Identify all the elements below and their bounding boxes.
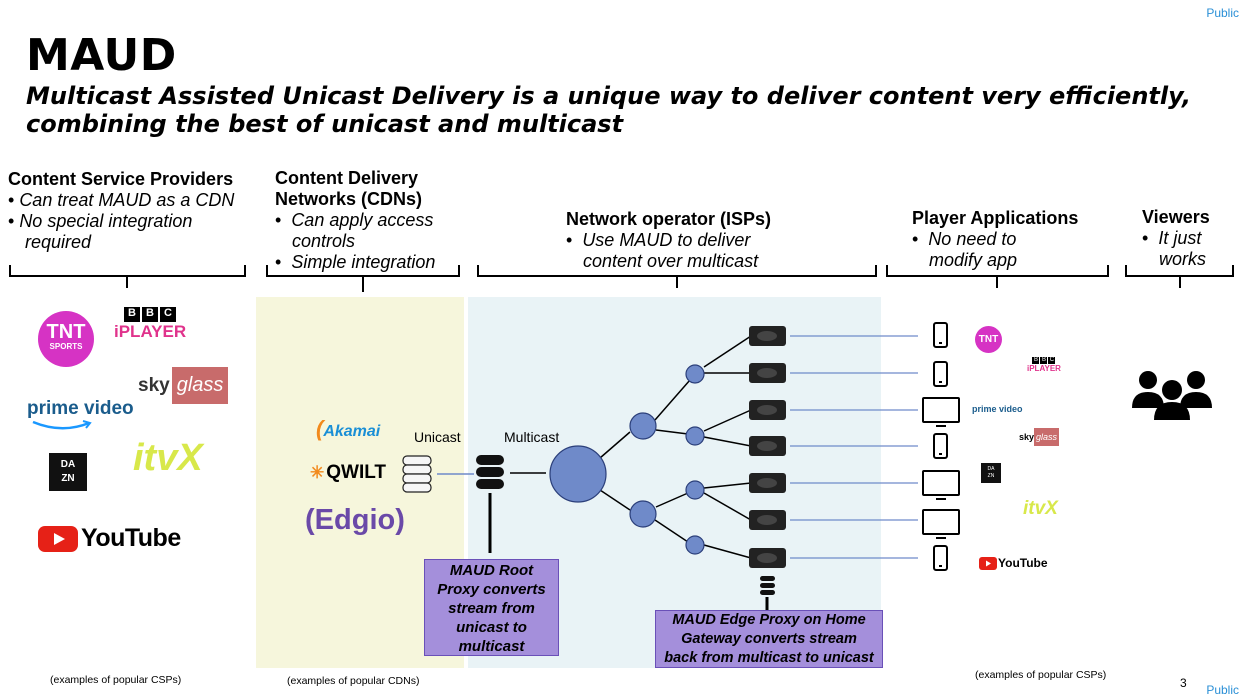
root-proxy-callout: MAUD Root Proxy converts stream from uni… — [424, 559, 559, 656]
gateway-icon — [749, 326, 786, 346]
cdn-column: Content Delivery Networks (CDNs) • Can a… — [275, 168, 435, 273]
bbc-iplayer-logo: B B C iPLAYER — [114, 307, 187, 341]
tv-icon — [922, 397, 960, 427]
isp-heading: Network operator (ISPs) — [566, 209, 772, 229]
leaf-node-4 — [685, 535, 705, 555]
cdn-heading-2: Networks (CDNs) — [275, 189, 423, 209]
itvx-small-logo: itvX — [1023, 498, 1058, 519]
tnt-sports-small-logo: TNT — [975, 326, 1002, 353]
public-label-top: Public — [1206, 6, 1239, 20]
sky-glass-logo: sky glass — [138, 367, 229, 404]
youtube-play-icon — [38, 525, 78, 552]
phone-icon — [933, 545, 948, 571]
leaf-node-1 — [685, 364, 705, 384]
multicast-root-node — [549, 445, 607, 503]
itvx-logo: itvX — [133, 437, 203, 479]
viewer-heading: Viewers — [1142, 207, 1210, 227]
player-column: Player Applications • No need to modify … — [912, 208, 1078, 271]
player-bullet-1: • No need to — [912, 229, 1017, 249]
gateway-icon — [749, 436, 786, 456]
subtitle-line-1: Multicast Assisted Unicast Delivery is a… — [26, 82, 1192, 110]
tnt-sports-logo: TNT SPORTS — [38, 311, 94, 367]
youtube-small-logo: YouTube — [979, 556, 1048, 570]
sky-glass-small-logo: sky glass — [1019, 428, 1060, 446]
cdn-brace — [266, 265, 460, 292]
gateway-icon — [749, 363, 786, 383]
viewers-icon — [1132, 371, 1212, 420]
tree-edges — [599, 335, 752, 559]
cdn-examples-note: (examples of popular CDNs) — [287, 675, 420, 687]
gateway-icon — [749, 400, 786, 420]
device-links — [790, 335, 918, 559]
csp-examples-note-2: (examples of popular CSPs) — [975, 669, 1107, 681]
bbc-iplayer-small-logo: B B C iPLAYER — [1027, 357, 1061, 373]
leaf-node-2 — [685, 426, 705, 446]
cdn-bullet-1: • Can apply access — [275, 210, 434, 230]
branch-node-2 — [629, 500, 657, 528]
csp-brace — [9, 265, 246, 288]
edge-proxy-callout: MAUD Edge Proxy on Home Gateway converts… — [655, 610, 883, 668]
phone-icon — [933, 361, 948, 387]
csp-column: Content Service Providers • Can treat MA… — [8, 169, 234, 253]
isp-column: Network operator (ISPs) • Use MAUD to de… — [566, 209, 771, 272]
prime-video-small-logo: prime video — [972, 404, 1023, 414]
player-brace — [886, 265, 1109, 288]
csp-examples-note: (examples of popular CSPs) — [50, 674, 182, 686]
gateway-icon — [749, 510, 786, 530]
devices — [922, 322, 960, 571]
page-number: 3 — [1180, 676, 1187, 690]
player-heading: Player Applications — [912, 208, 1079, 228]
prime-video-logo: prime video — [27, 398, 134, 439]
gateway-icon — [749, 473, 786, 493]
public-label-bottom: Public — [1206, 683, 1239, 697]
multicast-label: Multicast — [504, 429, 560, 445]
edge-proxy-server-icon — [760, 576, 775, 595]
csp-bullet-2-cont: required — [25, 232, 92, 252]
viewer-bullet-1: • It just — [1142, 228, 1202, 248]
csp-bullet-1: • Can treat MAUD as a CDN — [8, 190, 235, 210]
root-proxy-server-icon — [476, 455, 504, 489]
branch-node-1 — [629, 412, 657, 440]
unicast-label: Unicast — [414, 429, 461, 445]
isp-brace — [477, 265, 877, 288]
cdn-heading-1: Content Delivery — [275, 168, 419, 188]
leaf-node-3 — [685, 480, 705, 500]
tv-icon — [922, 509, 960, 539]
viewer-column: Viewers • It just works — [1142, 207, 1210, 270]
akamai-logo: (Akamai — [316, 416, 381, 441]
cdn-bullet-1-cont: controls — [292, 231, 356, 251]
viewer-brace — [1125, 265, 1234, 288]
isp-bullet-1: • Use MAUD to deliver — [566, 230, 751, 250]
youtube-small-play-icon — [979, 556, 997, 570]
qwilt-logo: ✳ QWILT — [310, 462, 387, 483]
home-gateways — [749, 326, 786, 568]
viewer-bullet-1-cont: works — [1159, 249, 1207, 269]
phone-icon — [933, 433, 948, 459]
gateway-icon — [749, 548, 786, 568]
isp-bullet-1-cont: content over multicast — [583, 251, 759, 271]
dazn-small-logo: DA ZN — [981, 463, 1001, 483]
qwilt-star-icon: ✳ — [310, 463, 325, 482]
tv-icon — [922, 470, 960, 500]
csp-heading: Content Service Providers — [8, 169, 234, 189]
page-title: MAUD — [26, 30, 177, 81]
csp-bullet-2: • No special integration — [8, 211, 193, 231]
tree-nodes — [549, 364, 705, 555]
edgio-logo: (Edgio) — [305, 504, 405, 536]
dazn-logo: DA ZN — [49, 453, 87, 491]
cdn-bullet-2: • Simple integration — [275, 252, 436, 272]
subtitle-line-2: combining the best of unicast and multic… — [26, 110, 624, 138]
youtube-logo: YouTube — [38, 524, 181, 553]
player-bullet-1-cont: modify app — [929, 250, 1018, 270]
phone-icon — [933, 322, 948, 348]
cdn-server-icon — [402, 455, 432, 493]
